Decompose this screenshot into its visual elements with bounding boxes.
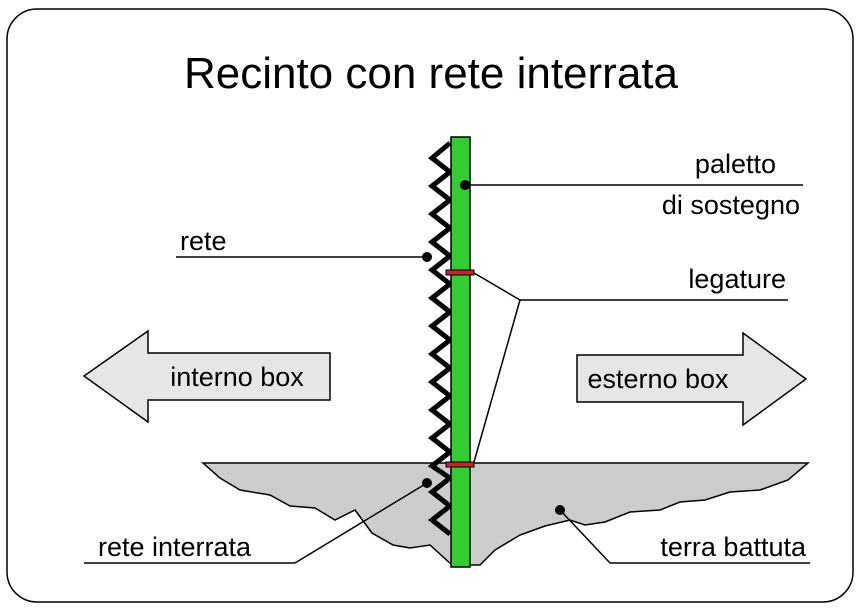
mesh-zigzag [427,141,455,536]
legature-pointer-upper [473,272,521,301]
esterno-box-arrow [576,331,808,427]
legature-label: legature [688,264,786,294]
paletto-dot [460,180,470,190]
terra-leader-d [559,509,611,564]
terra-dot [555,505,565,515]
diagram-frame [6,8,854,603]
support-post [450,136,471,568]
terra-battuta-label: terra battuta [660,532,807,562]
paletto-label-line1: paletto [695,149,776,179]
rete-interrata-label: rete interrata [98,532,252,562]
tie-upper [445,269,475,276]
tie-lower [445,461,475,468]
interno-box-label: interno box [170,362,304,392]
rete-label: rete [180,226,227,256]
rete-interrata-dot [422,478,432,488]
interno-box-arrow [82,329,331,424]
rete-interrata-leader-d [294,482,428,564]
esterno-box-label: esterno box [587,364,729,394]
ground-soil [201,462,811,566]
paletto-label-line2: di sostegno [662,190,800,220]
legature-pointer-lower [473,299,521,463]
diagram-title: Recinto con rete interrata [184,49,679,98]
rete-dot [422,252,432,262]
